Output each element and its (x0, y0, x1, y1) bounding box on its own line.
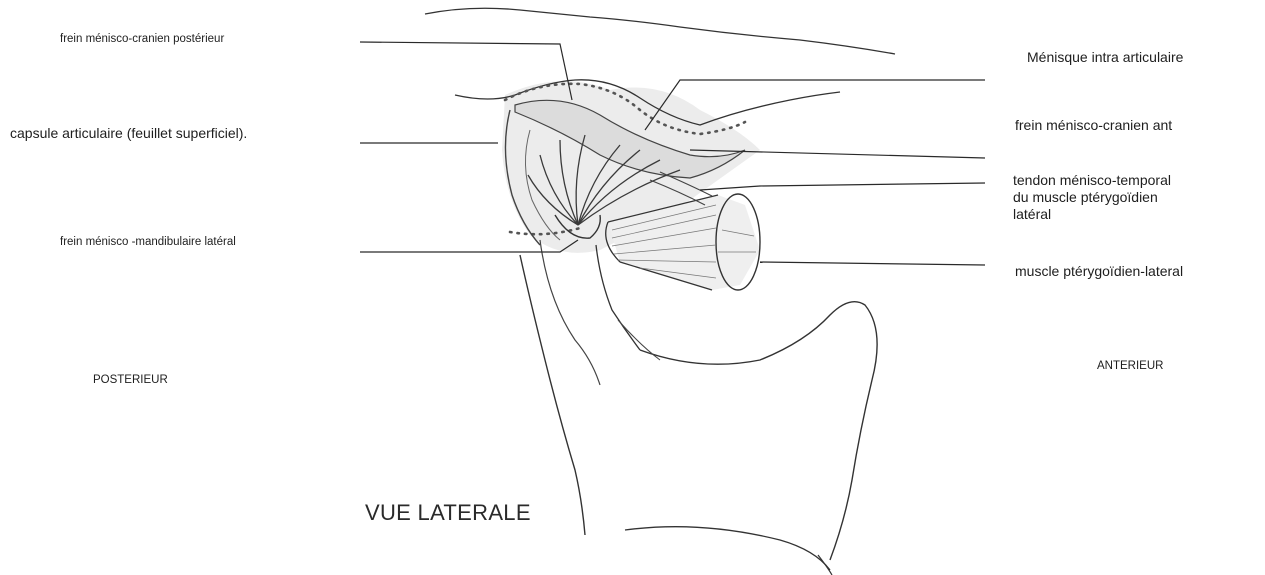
small-tick (818, 555, 832, 575)
label-menisque-intra-articulaire: Ménisque intra articulaire (1027, 49, 1183, 66)
skull-base-outline (425, 8, 895, 54)
label-anterieur: ANTERIEUR (1097, 360, 1163, 374)
label-muscle-pterygoidien-lateral: muscle ptérygoïdien-lateral (1015, 263, 1183, 280)
label-frein-cranien-ant: frein ménisco-cranien ant (1015, 117, 1172, 134)
leader-muscle (760, 262, 985, 265)
label-frein-mandibulaire-lateral: frein ménisco -mandibulaire latéral (60, 236, 236, 250)
label-capsule-articulaire: capsule articulaire (feuillet superficie… (10, 125, 247, 142)
mandible-outline (520, 255, 585, 535)
mandible-inner-curve (540, 240, 600, 385)
view-title: VUE LATERALE (365, 500, 531, 526)
label-tendon-menisco-temporal: tendon ménisco-temporal du muscle ptéryg… (1013, 172, 1171, 222)
mandible-notch (640, 302, 877, 560)
leader-tendon (700, 183, 985, 190)
mandible-angle (625, 527, 830, 570)
label-frein-cranien-posterieur: frein ménisco-cranien postérieur (60, 33, 224, 47)
label-posterieur: POSTERIEUR (93, 374, 168, 388)
